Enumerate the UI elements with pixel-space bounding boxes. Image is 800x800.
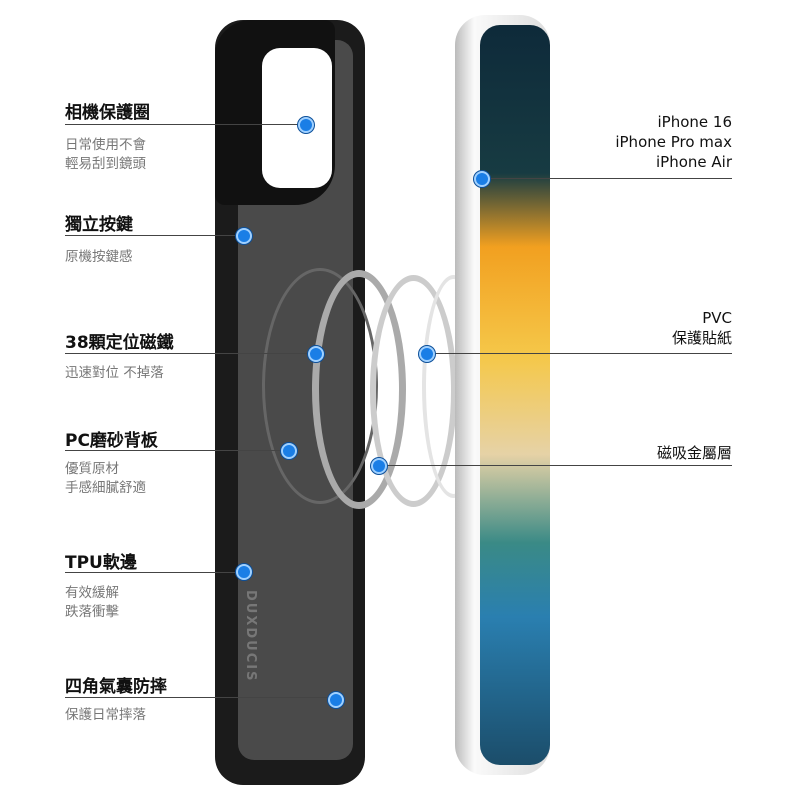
hotspot-dot: [474, 171, 490, 187]
leader-line: [65, 235, 245, 236]
hotspot-dot: [236, 228, 252, 244]
feature-desc: 保護日常摔落: [65, 707, 146, 723]
feature-title: 保護貼紙: [671, 329, 732, 347]
feature-desc: 原機按鍵感: [65, 249, 133, 265]
feature-desc: 輕易刮到鏡頭: [65, 156, 146, 172]
iphone-screen: [480, 25, 550, 765]
leader-line: [65, 353, 315, 354]
feature-desc: 手感細膩舒適: [65, 480, 146, 496]
feature-title: TPU軟邊: [65, 553, 137, 573]
leader-line: [482, 178, 732, 179]
leader-line: [380, 465, 732, 466]
hotspot-dot: [281, 443, 297, 459]
leader-line: [65, 450, 290, 451]
hotspot-dot: [419, 346, 435, 362]
feature-desc: 優質原材: [65, 461, 119, 477]
hotspot-dot: [371, 458, 387, 474]
feature-title: 38顆定位磁鐵: [65, 333, 174, 353]
leader-line: [65, 572, 245, 573]
compat-model: iPhone 16: [657, 113, 733, 131]
hotspot-dot: [236, 564, 252, 580]
feature-desc: 有效緩解: [65, 585, 119, 601]
feature-desc: 迅速對位 不掉落: [65, 365, 164, 381]
hotspot-dot: [308, 346, 324, 362]
leader-line: [428, 353, 732, 354]
feature-title: 獨立按鍵: [65, 215, 133, 235]
compat-model: iPhone Pro max: [615, 133, 732, 151]
compat-model-overlay: iPhone Air: [656, 153, 732, 171]
leader-line: [65, 124, 305, 125]
feature-title: 磁吸金屬層: [656, 444, 732, 462]
feature-desc: 日常使用不會: [65, 137, 146, 153]
leader-line: [65, 697, 335, 698]
feature-desc: 跌落衝擊: [65, 604, 119, 620]
camera-cutout: [262, 48, 332, 188]
feature-title: PC磨砂背板: [65, 431, 158, 451]
hotspot-dot: [298, 117, 314, 133]
feature-title: 相機保護圈: [65, 103, 150, 123]
hotspot-dot: [328, 692, 344, 708]
brand-logo: DUXDUCIS: [243, 590, 258, 683]
feature-title: 四角氣囊防摔: [65, 677, 167, 697]
feature-title: PVC: [702, 309, 732, 327]
